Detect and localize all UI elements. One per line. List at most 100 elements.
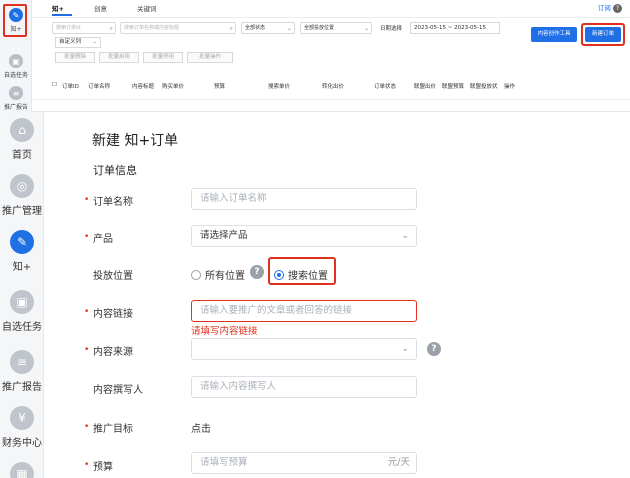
sidebar-item-label: 自选任务 [2,322,42,333]
column-header: 订单状态 [374,84,397,90]
batch-delete-button[interactable]: 批量删除 [55,52,95,63]
content-link-input[interactable]: 请输入要推广的文章或者回答的链接 [191,300,417,322]
new-order-button[interactable]: 新建订单 [585,27,621,42]
divider [33,99,630,100]
order-name-label: 订单名称 [93,197,133,208]
mini-sidebar-item-tasks[interactable]: ▣ 自选任务 [0,54,32,79]
promo-icon: ◎ [10,174,34,198]
order-id-search-input[interactable]: 搜索订单id ⌕ [52,22,116,34]
placeholder: 搜索订单名称或内容标题 [124,25,180,31]
task-icon: ▣ [9,54,23,68]
required-mark: • [84,232,90,242]
sidebar-item-label: 推广管理 [2,206,42,217]
help-icon[interactable]: ? [250,265,264,279]
position-value: 全部投放位置 [304,25,335,31]
sidebar-item-report[interactable]: ≡ 推广报告 [0,350,43,393]
target-value: 点击 [191,424,211,435]
task-icon: ▣ [10,290,34,314]
radio-search-position[interactable]: 搜索位置 [274,267,328,282]
content-author-input[interactable]: 请输入内容撰写人 [191,376,417,398]
new-order-form: 新建 知+订单 订单信息 • 订单名称 请输入订单名称 • 产品 请选择产品 ⌄… [44,112,630,478]
chevron-down-icon: ⌄ [401,344,409,354]
pencil-icon: ✎ [10,230,34,254]
content-search-input[interactable]: 搜索订单名称或内容标题 ⌕ [120,22,236,34]
sidebar-item-label: 推广报告 [2,382,42,393]
radio-selected-icon [274,269,284,280]
sidebar: ⌂ 首页 ◎ 推广管理 ✎ 知+ ▣ 自选任务 ≡ 推广报告 ¥ 财务中心 ▦ [0,112,44,478]
required-mark: • [84,460,90,470]
sidebar-item-promo[interactable]: ◎ 推广管理 [0,174,43,217]
content-source-select[interactable]: ⌄ [191,338,417,360]
pencil-icon: ✎ [9,8,23,22]
yen-icon: ¥ [10,406,34,430]
highlight-box [268,257,336,285]
select-all-checkbox[interactable]: ☐ [52,82,57,88]
product-select[interactable]: 请选择产品 ⌄ [191,225,417,247]
status-value: 全部状态 [245,25,266,31]
mini-sidebar-item-report[interactable]: ≡ 推广报告 [0,86,32,111]
tab-creative[interactable]: 创意 [93,5,107,13]
batch-disable-button[interactable]: 批量停用 [143,52,183,63]
subscribe-link[interactable]: 订阅 ? [598,2,622,13]
mini-sidebar: ✎ 知+ ▣ 自选任务 ≡ 推广报告 [0,0,32,112]
required-mark: • [84,307,90,317]
sidebar-item-zhijia[interactable]: ✎ 知+ [0,230,43,273]
tab-keywords[interactable]: 关键词 [136,5,157,13]
sidebar-item-home[interactable]: ⌂ 首页 [0,118,43,161]
sidebar-item-more[interactable]: ▦ [0,462,43,478]
budget-unit: 元/天 [387,457,410,468]
placeholder: 请输入内容撰写人 [200,381,277,392]
required-mark: • [84,195,90,205]
position-select[interactable]: 全部投放位置 ⌄ [300,22,372,34]
tab-zhijia[interactable]: 知+ [52,5,64,13]
top-tabs: 知+ 创意 关键词 [52,3,186,15]
mini-sidebar-label: 自选任务 [3,72,28,79]
sidebar-item-label: 首页 [12,150,32,161]
chevron-down-icon: ⌄ [92,39,97,45]
radio-all-positions[interactable]: 所有位置 [191,267,245,282]
date-range-picker[interactable]: 2023-05-15 ~ 2023-05-15 [410,22,500,34]
radio-icon [191,269,201,280]
sidebar-item-finance[interactable]: ¥ 财务中心 [0,406,43,449]
column-header: 订单ID [62,84,79,90]
content-author-label: 内容撰写人 [93,385,143,396]
target-label: 推广目标 [93,424,133,435]
mini-sidebar-label: 推广报告 [3,104,28,111]
content-tool-button[interactable]: 内容创作工具 [531,27,577,42]
subscribe-label: 订阅 [597,4,611,12]
home-icon: ⌂ [10,118,34,142]
section-title: 订单信息 [93,164,137,177]
placeholder: 搜索订单id [56,25,81,31]
column-header: 购买单价 [162,84,185,90]
column-header: 预算 [214,84,226,90]
report-icon: ≡ [10,350,34,374]
content-link-label: 内容链接 [93,309,133,320]
mini-sidebar-label: 知+ [10,26,22,33]
page-title: 新建 知+订单 [92,133,179,149]
budget-input[interactable]: 请填写预算 元/天 [191,452,417,474]
radio-label: 所有位置 [205,271,245,282]
highlight-box [3,4,27,37]
batch-operation-button[interactable]: 批量操作 [187,52,233,63]
status-select[interactable]: 全部状态 ⌄ [241,22,295,34]
report-icon: ≡ [9,86,23,100]
sidebar-item-label: 知+ [12,262,32,273]
mini-sidebar-item-zhijia[interactable]: ✎ 知+ [0,8,32,33]
date-range-value: 2023-05-15 ~ 2023-05-15 [414,25,487,31]
search-icon: ⌕ [229,25,233,32]
budget-label: 预算 [93,462,113,473]
column-header: 联盟出价 [414,84,437,90]
help-icon[interactable]: ? [613,4,622,13]
column-header: 订单名称 [88,84,111,90]
table-header: ☐ 订单ID 订单名称 内容标题 购买单价 预算 搜索单价 转化出价 订单状态 … [52,82,612,94]
column-header: 联盟预算 [442,84,465,90]
custom-columns-select[interactable]: 自定义列 ⌄ [55,37,101,48]
help-icon[interactable]: ? [427,342,441,356]
column-header: 操作 [504,84,516,90]
batch-enable-button[interactable]: 批量启用 [99,52,139,63]
placeholder: 请填写预算 [200,457,248,468]
sidebar-item-tasks[interactable]: ▣ 自选任务 [0,290,43,333]
order-name-input[interactable]: 请输入订单名称 [191,188,417,210]
more-icon: ▦ [10,462,34,478]
column-header: 联盟投放状 [470,84,498,90]
